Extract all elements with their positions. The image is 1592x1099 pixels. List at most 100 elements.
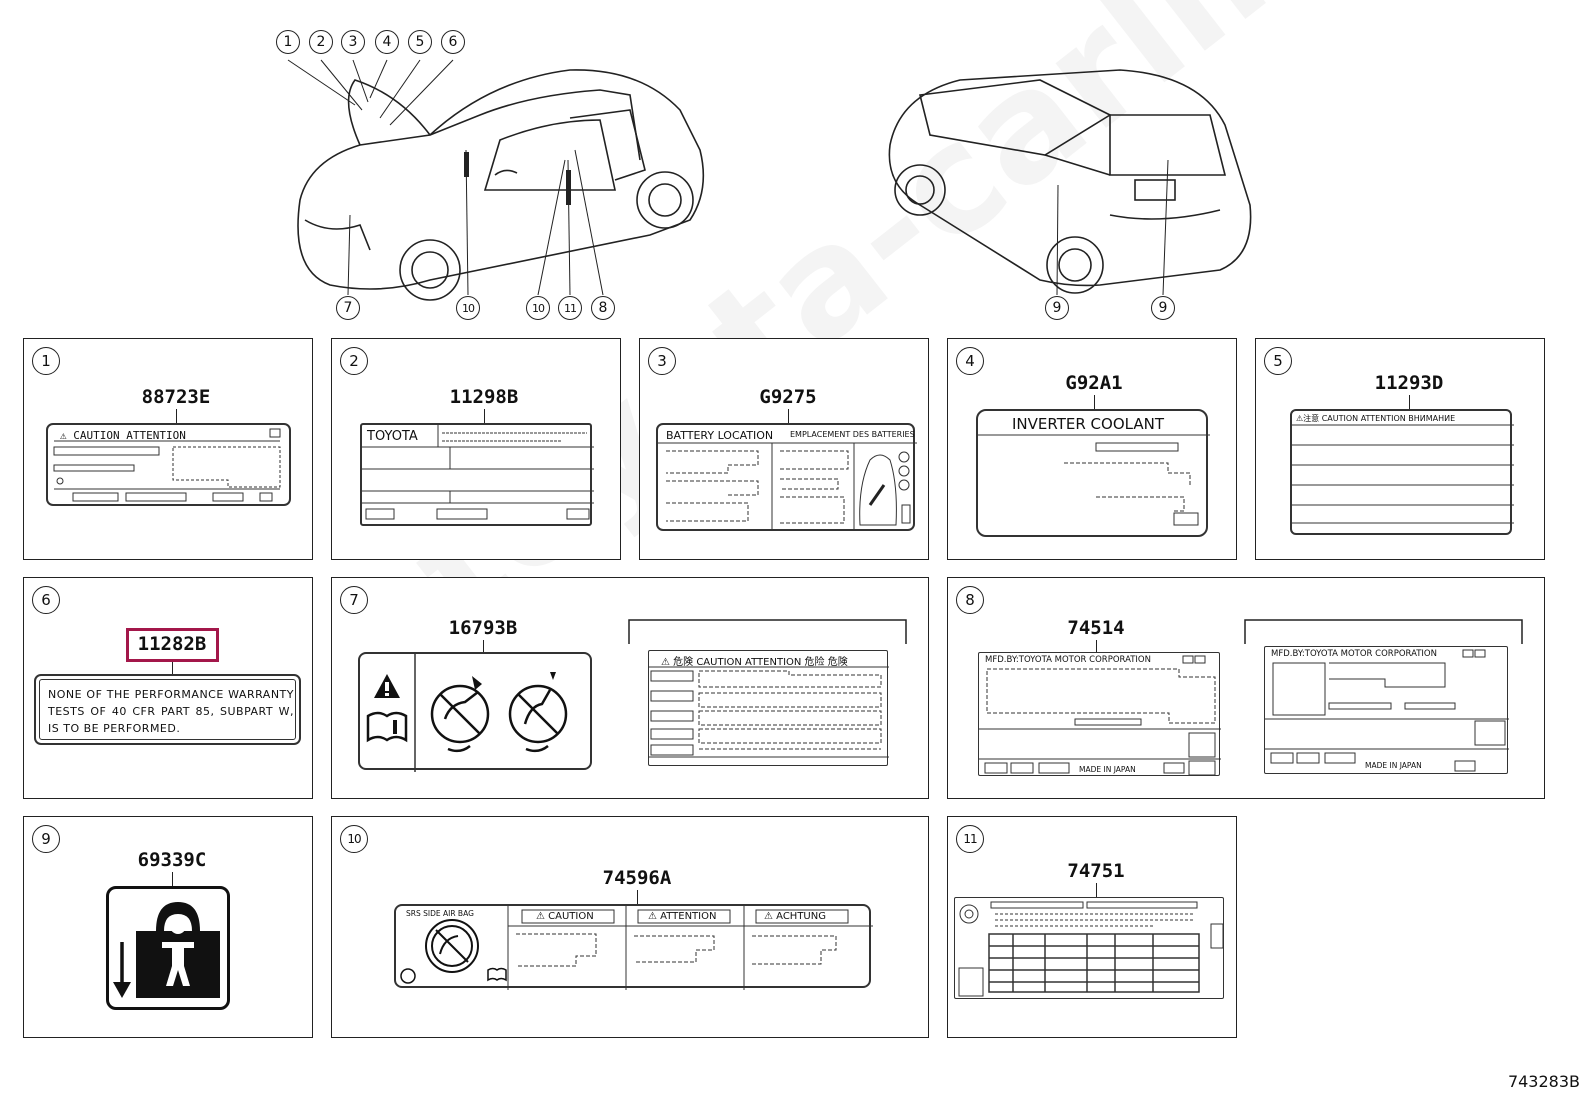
callout-8: 8 <box>591 296 615 320</box>
callout-1: 1 <box>276 30 300 54</box>
panel-1: 1 88723E ⚠ CAUTION ATTENTION <box>23 338 313 560</box>
leader-line <box>1094 395 1095 409</box>
panel-number: 5 <box>1264 347 1292 375</box>
leader-line <box>788 409 789 423</box>
rear-car-illustration <box>888 69 1252 296</box>
label-heading: INVERTER COOLANT <box>1012 415 1164 433</box>
no-child-seat-icon <box>425 919 479 973</box>
panel-10: 10 74596A SRS SIDE AIR BAG ⚠ CAUTION ⚠ A… <box>331 816 929 1038</box>
leader-line <box>483 640 484 652</box>
panel-3: 3 G9275 BATTERY LOCATION EMPLACEMENT DES… <box>639 338 929 560</box>
part-number: 16793B <box>448 617 518 639</box>
callout-10b: 10 <box>526 296 550 320</box>
label-16793B-text: ⚠ 危険 CAUTION ATTENTION 危险 危険 <box>648 650 889 766</box>
part-number: 69339C <box>137 849 207 871</box>
panel-8: 8 74514 MFD.BY:TOYOTA MOTOR CORPORATION … <box>947 577 1545 799</box>
part-number: 11298B <box>449 386 519 408</box>
leader-line <box>637 890 638 904</box>
panel-number: 2 <box>340 347 368 375</box>
leader-line <box>484 409 485 423</box>
panel-number: 8 <box>956 586 984 614</box>
no-rear-facing-seat-icon <box>430 684 490 753</box>
part-number: 74751 <box>1067 860 1125 882</box>
leader-line <box>1096 640 1097 652</box>
panel-2: 2 11298B TOYOTA <box>331 338 621 560</box>
panel-number: 1 <box>32 347 60 375</box>
part-number: 88723E <box>141 386 211 408</box>
label-74514-rear: MFD.BY:TOYOTA MOTOR CORPORATION MADE IN … <box>1264 646 1509 774</box>
callout-5: 5 <box>408 30 432 54</box>
label-16793B-icons <box>358 652 592 772</box>
manual-book-icon <box>366 711 408 743</box>
leader-line <box>172 662 173 674</box>
book-icon <box>487 967 507 982</box>
panel-4: 4 G92A1 INVERTER COOLANT <box>947 338 1237 560</box>
part-number: 74596A <box>602 867 672 889</box>
achtung-text: ⚠ ACHTUNG <box>764 911 826 922</box>
part-number: G92A1 <box>1065 372 1123 394</box>
label-heading: TOYOTA <box>367 429 418 444</box>
leader-line <box>1409 395 1410 409</box>
label-heading: ⚠ 危険 CAUTION ATTENTION 危险 危険 <box>661 657 848 668</box>
label-heading: MFD.BY:TOYOTA MOTOR CORPORATION <box>1271 649 1437 659</box>
panel-9: 9 69339C <box>23 816 313 1038</box>
panel-number: 10 <box>340 825 368 853</box>
callout-9a: 9 <box>1045 296 1069 320</box>
label-11282B: NONE OF THE PERFORMANCE WARRANTY TESTS O… <box>34 674 301 745</box>
callout-10a: 10 <box>456 296 480 320</box>
label-heading-fr: EMPLACEMENT DES BATTERIES <box>790 430 915 439</box>
callout-3: 3 <box>341 30 365 54</box>
callout-2: 2 <box>309 30 333 54</box>
part-number: 74514 <box>1067 617 1125 639</box>
panel-number: 7 <box>340 586 368 614</box>
label-heading: BATTERY LOCATION <box>666 429 774 442</box>
leader-line <box>172 872 173 886</box>
callout-9b: 9 <box>1151 296 1175 320</box>
attention-text: ⚠ ATTENTION <box>648 911 717 922</box>
child-lock-label <box>106 886 230 1010</box>
attention-label: ATTENTION <box>660 911 717 922</box>
panel-5: 5 11293D ⚠注意 CAUTION ATTENTION ВНИМАНИЕ <box>1255 338 1545 560</box>
label-heading: SRS SIDE AIR BAG <box>406 909 474 918</box>
made-in-text: MADE IN JAPAN <box>1365 761 1422 770</box>
panel-11: 11 74751 <box>947 816 1237 1038</box>
caution-label: CAUTION <box>548 911 594 922</box>
bracket-line <box>1244 619 1523 644</box>
label-74751 <box>954 897 1224 999</box>
panel-number: 3 <box>648 347 676 375</box>
panel-7: 7 16793B ⚠ 危 <box>331 577 929 799</box>
label-88723E: ⚠ CAUTION ATTENTION <box>46 423 291 506</box>
highlight-box <box>126 628 219 662</box>
label-heading: ⚠注意 CAUTION ATTENTION ВНИМАНИЕ <box>1296 414 1456 423</box>
caution-text: ⚠ CAUTION <box>536 911 594 922</box>
panel-number: 11 <box>956 825 984 853</box>
warranty-text: NONE OF THE PERFORMANCE WARRANTY TESTS O… <box>48 688 294 735</box>
child-icon <box>169 917 186 934</box>
panel-number: 4 <box>956 347 984 375</box>
no-child-seat-airbag-icon <box>508 684 568 753</box>
hole-icon <box>400 968 416 984</box>
part-number: 11282B <box>137 633 207 655</box>
label-74514-front: MFD.BY:TOYOTA MOTOR CORPORATION MADE IN … <box>978 652 1221 776</box>
label-G9275: BATTERY LOCATION EMPLACEMENT DES BATTERI… <box>656 423 917 531</box>
bracket-line <box>628 619 907 644</box>
callout-6: 6 <box>441 30 465 54</box>
label-heading: MFD.BY:TOYOTA MOTOR CORPORATION <box>985 655 1151 665</box>
diagram-id: 743283B <box>1507 1072 1580 1091</box>
leader-line <box>176 409 177 423</box>
panel-number: 9 <box>32 825 60 853</box>
callout-4: 4 <box>375 30 399 54</box>
label-G92A1: INVERTER COOLANT <box>976 409 1210 537</box>
panel-6: 6 11282B NONE OF THE PERFORMANCE WARRANT… <box>23 577 313 799</box>
label-74596A: SRS SIDE AIR BAG ⚠ CAUTION ⚠ ATTENTION ⚠… <box>394 904 873 990</box>
label-11298B: TOYOTA <box>360 423 594 526</box>
leader-line <box>1096 883 1097 897</box>
made-in-text: MADE IN JAPAN <box>1079 765 1136 774</box>
callout-7: 7 <box>336 296 360 320</box>
tire-icon <box>959 904 979 924</box>
part-number: 11293D <box>1374 372 1444 394</box>
label-text: CAUTION ATTENTION <box>73 429 186 442</box>
panel-number: 6 <box>32 586 60 614</box>
achtung-label: ACHTUNG <box>776 911 826 922</box>
label-heading: ⚠ CAUTION ATTENTION <box>60 429 186 442</box>
